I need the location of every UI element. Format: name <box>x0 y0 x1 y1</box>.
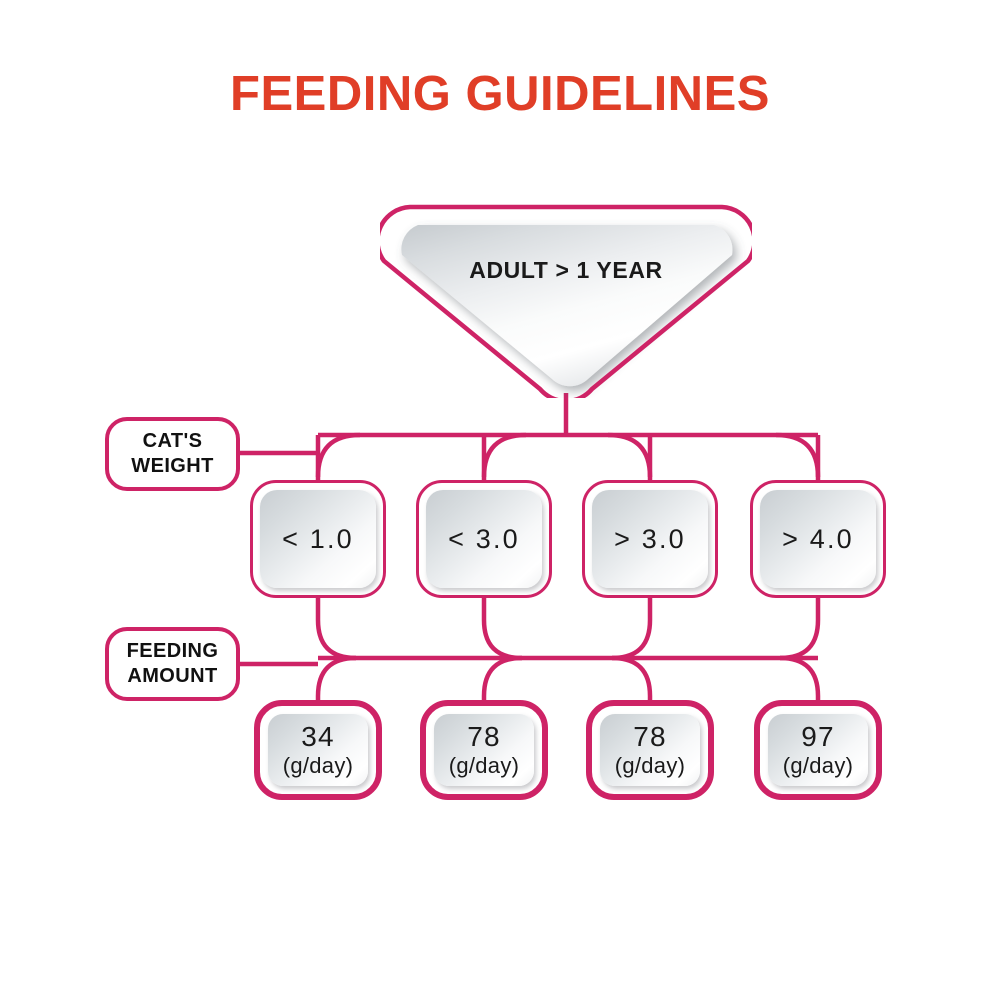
weight-node-3-label: > 3.0 <box>614 523 686 554</box>
row-label-cats-weight: CAT'S WEIGHT <box>105 417 240 491</box>
amount-node-1[interactable]: 34 (g/day) <box>254 700 382 800</box>
weight-node-1[interactable]: < 1.0 <box>250 480 386 598</box>
row-label-cats-weight-line1: CAT'S <box>142 430 203 452</box>
amount-node-3-unit: (g/day) <box>614 753 686 779</box>
wire-up-amount-1 <box>315 598 357 661</box>
weight-node-1-label: < 1.0 <box>282 523 354 554</box>
weight-node-2-face: < 3.0 <box>426 490 542 588</box>
root-node-adult[interactable]: ADULT > 1 YEAR <box>375 203 757 404</box>
amount-node-1-value: 34 <box>301 720 335 752</box>
wire-bus-weight-corner-left <box>315 432 361 478</box>
weight-node-2[interactable]: < 3.0 <box>416 480 552 598</box>
page-title: FEEDING GUIDELINES <box>230 67 770 121</box>
wire-bus-weight-corner-mid2 <box>481 432 527 478</box>
weight-node-1-face: < 1.0 <box>260 490 376 588</box>
amount-node-2-face: 78 (g/day) <box>434 714 534 786</box>
weight-node-4[interactable]: > 4.0 <box>750 480 886 598</box>
amount-node-3-value: 78 <box>633 720 667 752</box>
amount-node-3-face: 78 (g/day) <box>600 714 700 786</box>
amount-node-4-face: 97 (g/day) <box>768 714 868 786</box>
weight-node-4-label: > 4.0 <box>782 523 854 554</box>
wire-up-amount-2 <box>481 598 523 661</box>
amount-node-1-face: 34 (g/day) <box>268 714 368 786</box>
wire-drop-amount-2 <box>481 655 523 700</box>
row-label-feeding-amount-line2: AMOUNT <box>127 665 218 687</box>
wire-bus-weight-corner-mid3 <box>607 432 653 478</box>
wire-bus-weight-corner-right <box>775 432 821 478</box>
weight-node-3-face: > 3.0 <box>592 490 708 588</box>
weight-node-3[interactable]: > 3.0 <box>582 480 718 598</box>
amount-node-2[interactable]: 78 (g/day) <box>420 700 548 800</box>
weight-node-4-face: > 4.0 <box>760 490 876 588</box>
triangle-shape <box>375 204 757 404</box>
row-label-cats-weight-line2: WEIGHT <box>131 455 214 477</box>
wire-up-amount-4 <box>779 598 821 661</box>
amount-node-4-value: 97 <box>801 720 835 752</box>
row-label-feeding-amount: FEEDING AMOUNT <box>105 627 240 701</box>
row-label-feeding-amount-line1: FEEDING <box>126 640 219 662</box>
wire-up-amount-3 <box>611 598 653 661</box>
weight-node-2-label: < 3.0 <box>448 523 520 554</box>
amount-node-2-value: 78 <box>467 720 501 752</box>
amount-node-4[interactable]: 97 (g/day) <box>754 700 882 800</box>
amount-node-3[interactable]: 78 (g/day) <box>586 700 714 800</box>
wire-drop-amount-4 <box>779 655 821 700</box>
amount-node-4-unit: (g/day) <box>782 753 854 779</box>
amount-node-1-unit: (g/day) <box>282 753 354 779</box>
wire-drop-amount-3 <box>611 655 653 700</box>
amount-node-2-unit: (g/day) <box>448 753 520 779</box>
wire-drop-amount-1 <box>315 655 357 700</box>
